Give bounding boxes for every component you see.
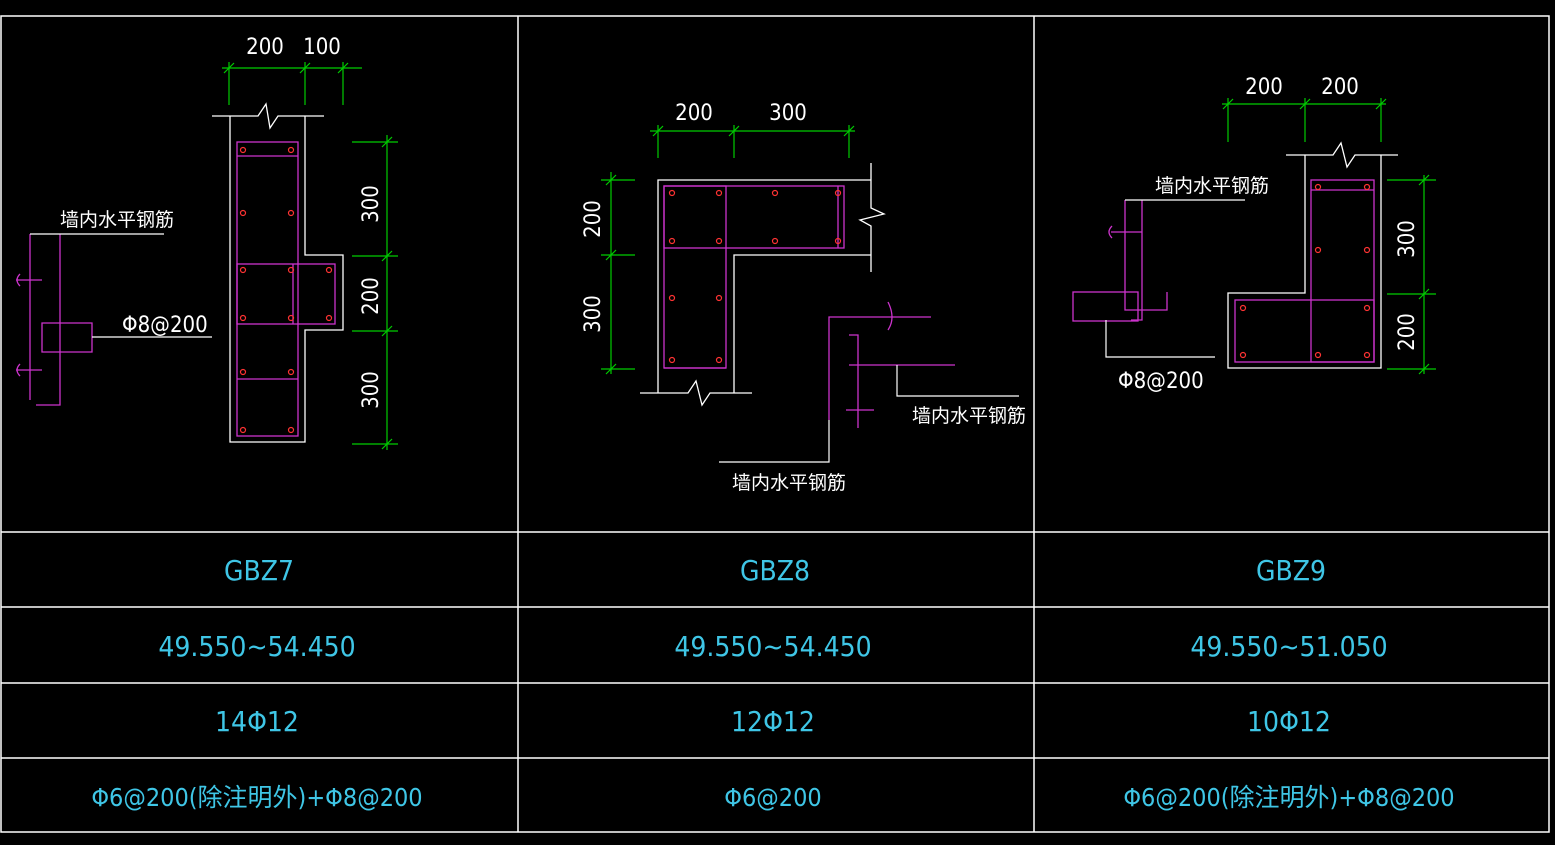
dimension-lines	[601, 125, 855, 375]
break-line	[212, 102, 324, 130]
elevation-cell-3: 49.550~51.050	[1190, 630, 1387, 663]
wall-rebar-sketch	[16, 234, 93, 406]
dimension-lines	[222, 62, 398, 450]
dim-top-2: 300	[769, 101, 807, 126]
dim-top-2: 200	[1321, 75, 1359, 100]
stirrup-cell-2: Φ6@200	[724, 783, 821, 812]
leader-line-2	[896, 365, 1019, 397]
dim-side-2: 200	[359, 277, 384, 315]
rebars	[239, 146, 333, 434]
break-line	[858, 163, 886, 272]
dim-top-2: 100	[303, 35, 341, 60]
leader-line-2	[1105, 320, 1215, 358]
longitudinal-cell-1: 14Φ12	[215, 705, 299, 738]
stirrup-cell-3: Φ6@200(除注明外)+Φ8@200	[1123, 783, 1454, 812]
dim-top-1: 200	[675, 101, 713, 126]
elevation-cell-2: 49.550~54.450	[674, 630, 871, 663]
tie-label: Φ8@200	[1118, 369, 1204, 394]
dim-side-1: 300	[359, 185, 384, 223]
break-line-2	[640, 379, 752, 407]
name-cell-3: GBZ9	[1256, 554, 1326, 587]
wall-rebar-sketch	[1072, 200, 1168, 322]
dim-top-1: 200	[1245, 75, 1283, 100]
wall-rebar-label: 墙内水平钢筋	[1155, 175, 1269, 197]
elevation-cell-1: 49.550~54.450	[158, 630, 355, 663]
dim-side-2: 300	[581, 295, 606, 333]
wall-rebar-sketch	[828, 301, 955, 428]
column-outline	[1227, 155, 1382, 369]
dimension-lines	[1222, 98, 1436, 375]
dim-side-1: 200	[581, 200, 606, 238]
dim-side-2: 200	[1395, 313, 1420, 351]
wall-rebar-label: 墙内水平钢筋	[732, 472, 846, 494]
detail-gbz7: 200 100 300 200 300	[16, 35, 398, 450]
stirrups	[1234, 179, 1375, 363]
dim-top-1: 200	[246, 35, 284, 60]
stirrup-cell-1: Φ6@200(除注明外)+Φ8@200	[91, 783, 422, 812]
dim-side-1: 300	[1395, 220, 1420, 258]
table-text: GBZ7 GBZ8 GBZ9 49.550~54.450 49.550~54.4…	[91, 554, 1454, 812]
detail-gbz8: 200 300 200 300 墙内水平钢筋 墙内水平钢筋	[581, 101, 1026, 494]
rebars	[668, 189, 842, 364]
detail-gbz9: 200 200 300 200 墙内水平钢筋 Φ8@200	[1072, 75, 1436, 394]
column-outline	[657, 179, 871, 393]
wall-rebar-label: 墙内水平钢筋	[60, 209, 174, 231]
rebars	[1239, 183, 1371, 359]
stirrups	[236, 141, 336, 437]
break-line	[1286, 141, 1398, 169]
table-frame	[0, 15, 1550, 833]
wall-rebar-label-2: 墙内水平钢筋	[912, 405, 1026, 427]
name-cell-1: GBZ7	[224, 554, 294, 587]
name-cell-2: GBZ8	[740, 554, 810, 587]
longitudinal-cell-2: 12Φ12	[731, 705, 815, 738]
column-outline	[229, 116, 344, 443]
stirrups	[663, 185, 845, 369]
leader-line	[719, 420, 830, 463]
longitudinal-cell-3: 10Φ12	[1247, 705, 1331, 738]
dim-side-3: 300	[359, 371, 384, 409]
tie-label: Φ8@200	[122, 313, 208, 338]
